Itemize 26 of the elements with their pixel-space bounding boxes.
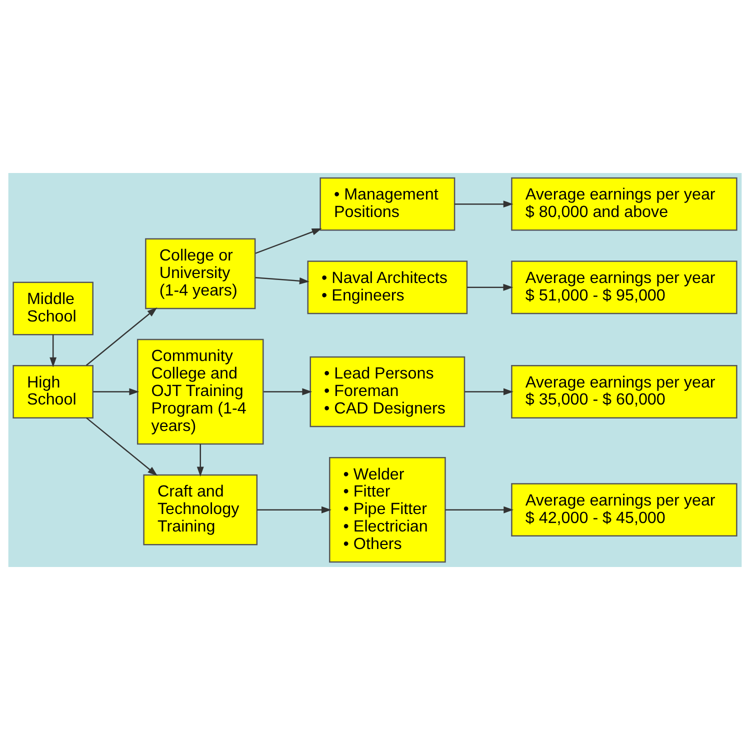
arrow — [196, 444, 204, 477]
arrow — [255, 277, 310, 284]
node-box: High School — [12, 365, 94, 418]
arrow — [256, 506, 332, 514]
node-box: • Lead Persons • Foreman • CAD Designers — [310, 356, 466, 428]
node-box: • Welder • Fitter • Pipe Fitter • Electrician • Others — [329, 457, 446, 563]
node-box: • Management Positions — [320, 177, 456, 231]
node-box: Community College and OJT Training Program (1-4 years) — [136, 338, 264, 445]
arrow — [445, 506, 514, 514]
arrow — [464, 388, 514, 396]
node-box: Average earnings per year $ 80,000 and above — [511, 177, 738, 231]
node-box: Middle School — [12, 282, 94, 336]
node-box: College or University (1-4 years) — [145, 238, 256, 310]
arrow — [454, 200, 514, 208]
arrow — [86, 417, 158, 476]
arrow — [467, 284, 514, 291]
arrow — [50, 334, 57, 368]
node-box: Average earnings per year $ 42,000 - $ 45,000 — [511, 483, 738, 537]
node-box: Average earnings per year $ 51,000 - $ 95,000 — [511, 260, 738, 314]
arrow — [93, 388, 140, 396]
arrow — [255, 228, 322, 254]
arrow — [264, 388, 312, 396]
node-box: Craft and Technology Training — [143, 474, 258, 546]
node-box: Average earnings per year $ 35,000 - $ 60,000 — [511, 365, 738, 418]
arrow — [86, 308, 158, 366]
node-box: • Naval Architects • Engineers — [307, 260, 468, 314]
